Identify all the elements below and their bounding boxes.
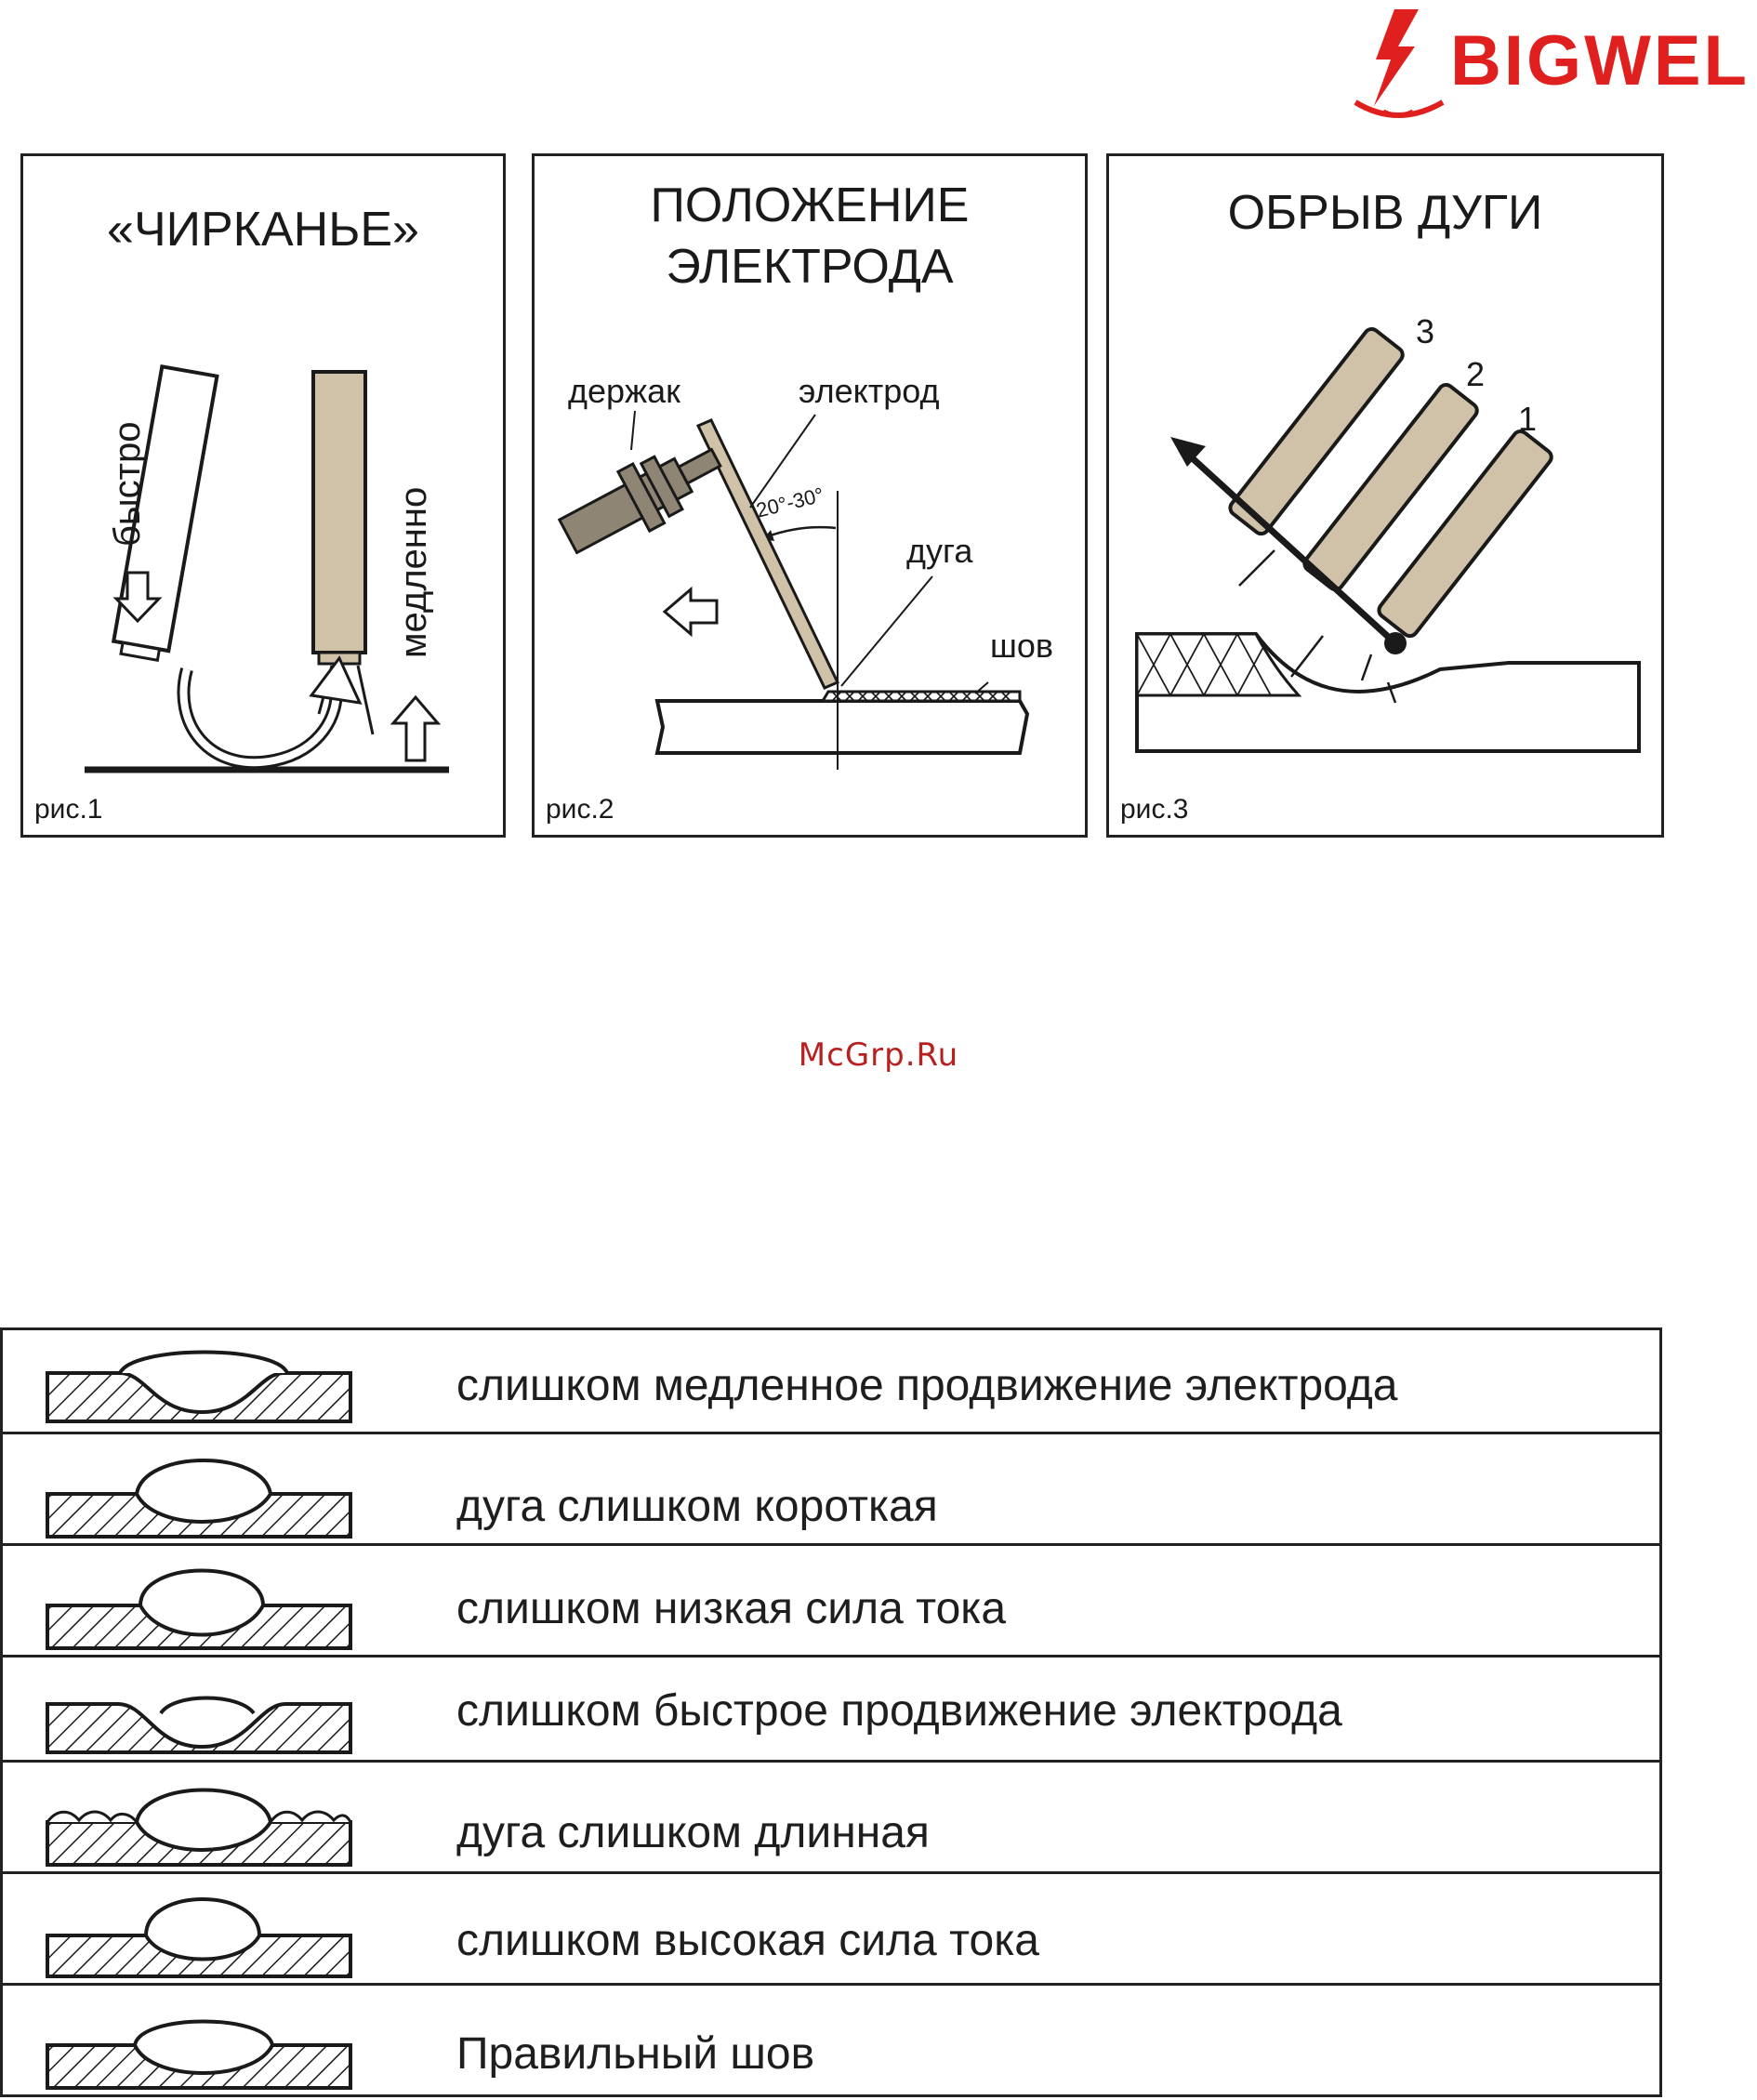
- holder-label: держак: [568, 372, 680, 410]
- figure-1-caption: рис.1: [34, 794, 103, 825]
- striking-illustration: [85, 363, 449, 773]
- figure-2-title-line1: ПОЛОЖЕНИЕ: [650, 178, 970, 232]
- defect-label: слишком быстрое продвижение электрода: [456, 1686, 1342, 1736]
- figure-1-title: «ЧИРКАНЬЕ»: [107, 203, 419, 257]
- seam-label: шов: [990, 627, 1054, 665]
- arc-break-illustration: [1135, 327, 1641, 753]
- table-row: дуга слишком длинная: [3, 1760, 1659, 1874]
- slow-label: медленно: [393, 486, 434, 658]
- seam-profile-icon: [46, 1897, 352, 1978]
- seam-profile-icon: [46, 1568, 352, 1650]
- defect-label: слишком низкая сила тока: [456, 1584, 1007, 1633]
- seam-profile-icon: [46, 1696, 352, 1754]
- figure-3-panel: ОБРЫВ ДУГИ 3 2 1 рис.3: [1106, 153, 1664, 838]
- arc-label: дуга: [906, 532, 973, 570]
- defect-label: дуга слишком короткая: [456, 1482, 938, 1531]
- electrode-number-3: 3: [1416, 312, 1435, 350]
- brand-logo: BIGWEL: [1339, 2, 1748, 132]
- figure-2-caption: рис.2: [546, 794, 614, 825]
- seam-profile-icon: [46, 1788, 352, 1867]
- seam-profile-icon: [46, 1459, 352, 1539]
- defect-label: слишком высокая сила тока: [456, 1916, 1039, 1965]
- table-row: дуга слишком короткая: [3, 1432, 1659, 1546]
- seam-profile-icon: [46, 2019, 352, 2090]
- table-row: слишком низкая сила тока: [3, 1543, 1659, 1658]
- defect-label: Правильный шов: [456, 2029, 815, 2079]
- electrode-position-illustration: [557, 410, 1030, 770]
- table-row: Правильный шов: [3, 1983, 1659, 2100]
- defect-label: дуга слишком длинная: [456, 1808, 930, 1857]
- figure-3-caption: рис.3: [1120, 794, 1189, 825]
- watermark: McGrp.Ru: [798, 1037, 959, 1074]
- lightning-icon: [1354, 9, 1445, 118]
- electrode-label: электрод: [799, 372, 940, 410]
- table-row: слишком быстрое продвижение электрода: [3, 1655, 1659, 1763]
- figure-3-title: ОБРЫВ ДУГИ: [1227, 186, 1543, 240]
- table-row: слишком высокая сила тока: [3, 1871, 1659, 1986]
- brand-name: BIGWEL: [1450, 21, 1750, 100]
- electrode-number-2: 2: [1466, 355, 1486, 393]
- seam-defects-table: слишком медленное продвижение электрода …: [0, 1327, 1662, 2097]
- defect-label: слишком медленное продвижение электрода: [456, 1361, 1398, 1410]
- figure-2-title-line2: ЭЛЕКТРОДА: [666, 240, 954, 294]
- figure-1-panel: «ЧИРКАНЬЕ» быстро медленно рис.1: [20, 153, 506, 838]
- figure-2-panel: ПОЛОЖЕНИЕ ЭЛЕКТРОДА держак электрод 20°-…: [532, 153, 1088, 838]
- fast-label: быстро: [107, 421, 148, 547]
- electrode-number-1: 1: [1518, 400, 1538, 438]
- table-row: слишком медленное продвижение электрода: [3, 1330, 1659, 1432]
- seam-profile-icon: [46, 1350, 352, 1423]
